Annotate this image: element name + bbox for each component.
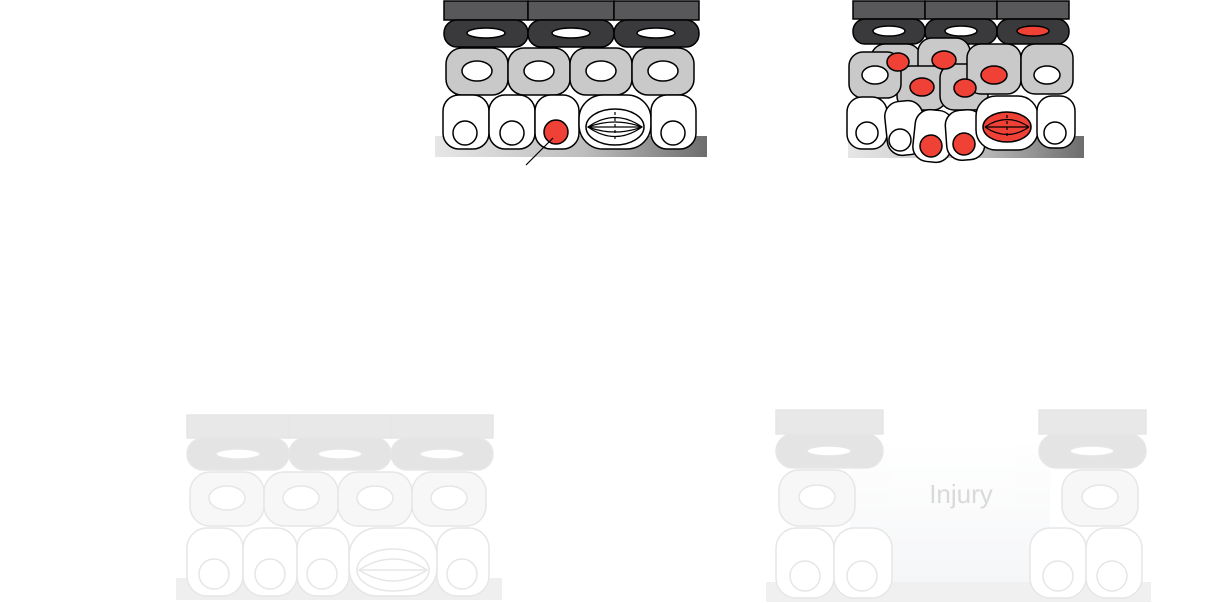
panel-injury — [766, 409, 1151, 602]
intermediate-cell-layer — [445, 47, 695, 96]
panel-normal-epithelium — [435, 0, 707, 166]
mitotic-spindle-icon — [585, 108, 645, 146]
panel-disordered-epithelium — [846, 0, 1084, 164]
panel-faded-epithelium — [176, 414, 502, 600]
intermediate-cell-layer — [848, 37, 1074, 111]
dark-cell-layer — [852, 18, 1070, 45]
marked-cell-pointer — [525, 137, 554, 166]
injury-label: Injury — [929, 479, 993, 509]
mitotic-spindle-icon — [982, 111, 1032, 143]
basal-cell-layer — [442, 94, 697, 150]
marked-nucleus — [543, 119, 569, 145]
superficial-layer — [852, 0, 1070, 20]
superficial-layer — [443, 0, 700, 21]
dark-cell-layer — [443, 19, 700, 48]
